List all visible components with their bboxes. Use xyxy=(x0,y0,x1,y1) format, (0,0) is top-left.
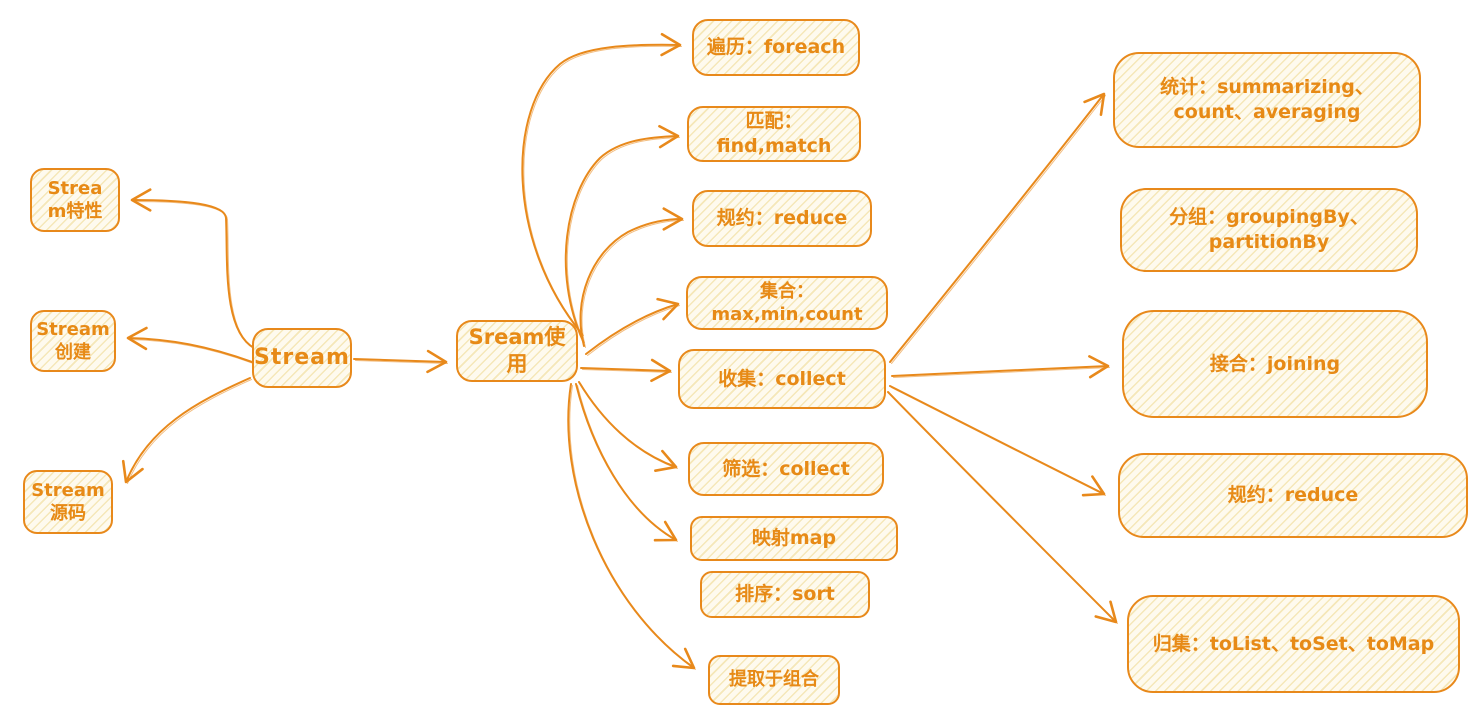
connector-root-usage xyxy=(353,349,448,374)
node-reduce-mid[interactable]: 规约：reduce xyxy=(692,190,872,247)
connector-root-features xyxy=(130,188,256,350)
node-label: Strea m特性 xyxy=(47,177,103,222)
connector-usage-traverse xyxy=(521,32,682,336)
connector-usage-match xyxy=(564,124,680,343)
node-map[interactable]: 映射map xyxy=(690,516,898,561)
node-filter-collect[interactable]: 筛选：collect xyxy=(688,442,884,496)
node-join-joining[interactable]: 接合：joining xyxy=(1122,310,1428,418)
node-stream-usage[interactable]: Sream使用 xyxy=(456,320,578,382)
node-label: Stream xyxy=(254,344,350,370)
node-sort[interactable]: 排序：sort xyxy=(700,571,870,618)
node-extract-combine[interactable]: 提取于组合 xyxy=(708,655,840,705)
connector-usage-filter xyxy=(578,381,678,472)
node-stream-features[interactable]: Strea m特性 xyxy=(30,168,120,232)
node-label: 接合：joining xyxy=(1209,352,1341,375)
node-traverse-foreach[interactable]: 遍历：foreach xyxy=(692,19,860,76)
node-label: 分组：groupingBy、partitionBy xyxy=(1169,206,1369,253)
node-stream-root[interactable]: Stream xyxy=(252,328,352,388)
connector-usage-extract xyxy=(567,383,696,670)
node-label: 规约：reduce xyxy=(716,207,848,230)
node-label: 遍历：foreach xyxy=(706,36,846,59)
node-label: 匹配：find,match xyxy=(716,110,832,157)
node-collect-to-list-set-map[interactable]: 归集：toList、toSet、toMap xyxy=(1127,595,1460,693)
node-collect[interactable]: 收集：collect xyxy=(678,349,886,409)
node-label: Sream使用 xyxy=(468,324,566,376)
node-label: 收集：collect xyxy=(718,367,846,390)
node-stream-create[interactable]: Stream 创建 xyxy=(30,310,116,372)
connector-usage-map xyxy=(575,383,678,542)
node-label: 规约：reduce xyxy=(1227,484,1359,507)
node-stats-summarizing[interactable]: 统计：summarizing、count、averaging xyxy=(1113,52,1421,148)
node-label: 归集：toList、toSet、toMap xyxy=(1152,632,1435,655)
connector-usage-aggregate xyxy=(585,297,680,356)
node-label: 统计：summarizing、count、averaging xyxy=(1160,76,1374,123)
node-stream-source[interactable]: Stream 源码 xyxy=(23,470,113,534)
connector-root-create xyxy=(126,326,254,364)
node-aggregate-max-min-count[interactable]: 集合：max,min,count xyxy=(686,276,888,330)
node-label: 映射map xyxy=(751,527,837,550)
node-group-groupingby[interactable]: 分组：groupingBy、partitionBy xyxy=(1120,188,1418,272)
connector-collect-collect-to xyxy=(887,391,1118,624)
connector-root-source xyxy=(121,377,252,484)
connector-collect-reduce-right xyxy=(889,385,1106,497)
node-label: Stream 源码 xyxy=(31,479,105,524)
connector-collect-join xyxy=(891,355,1110,379)
node-reduce-right[interactable]: 规约：reduce xyxy=(1118,453,1468,538)
node-match-find[interactable]: 匹配：find,match xyxy=(687,106,861,162)
connector-usage-reduce-mid xyxy=(579,207,684,348)
node-label: 提取于组合 xyxy=(729,669,819,691)
node-label: 集合：max,min,count xyxy=(711,280,863,325)
node-label: 排序：sort xyxy=(735,583,835,606)
node-label: Stream 创建 xyxy=(36,318,110,363)
connector-usage-collect xyxy=(580,358,672,383)
connector-collect-stats xyxy=(889,92,1106,364)
node-label: 筛选：collect xyxy=(722,457,850,480)
